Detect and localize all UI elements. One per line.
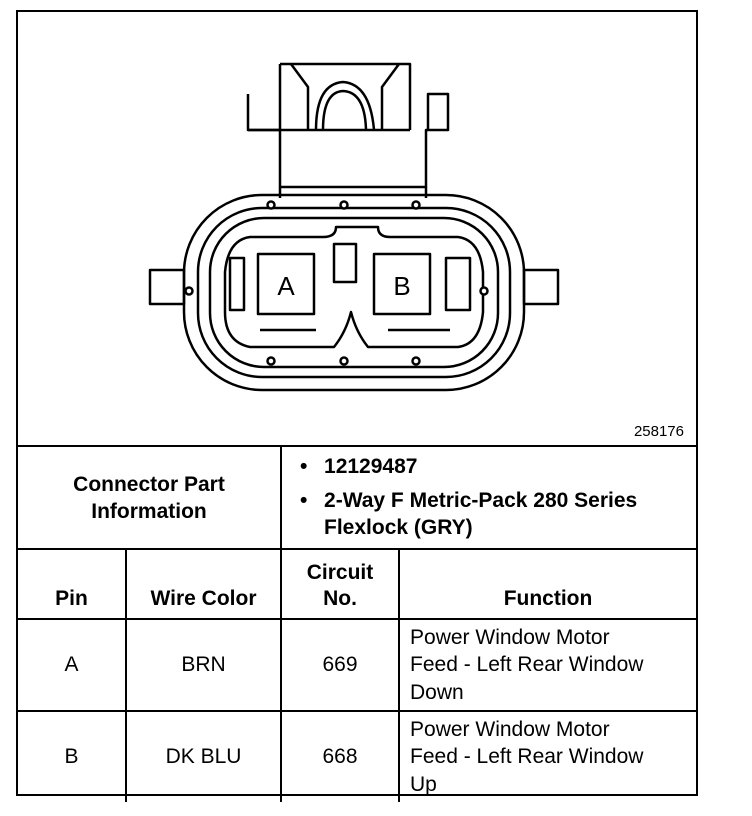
cavity-label-a: A [277,271,295,301]
rivet [266,356,276,366]
rivet [339,200,349,210]
wire-color-cell: DK BLU [124,710,283,802]
rivet [184,286,194,296]
connector-drawing: A B [148,62,560,392]
header-pin: Pin [18,548,127,620]
rivet [411,356,421,366]
wire-color-cell: BRN [124,618,283,712]
rivet [479,286,489,296]
header-circuit-text: Circuit No. [306,561,374,610]
cavity-b [372,252,432,316]
connector-info-label-text: Connector Part Information [73,472,225,523]
function-text: Power Window Motor Feed - Left Rear Wind… [410,717,644,796]
rivet [266,200,276,210]
connector-face-view: A B 258176 [18,12,696,447]
right-side-tab [522,268,560,306]
table-row: B DK BLU 668 Power Window Motor Feed - L… [18,710,697,802]
left-side-tab [148,268,186,306]
function-cell: Power Window Motor Feed - Left Rear Wind… [398,710,697,802]
cavity-a [256,252,316,316]
table-header-row: Pin Wire Color Circuit No. Function [18,548,697,620]
header-circuit: Circuit No. [280,548,401,620]
pin-cell: A [18,618,127,712]
connector-info-label: Connector Part Information [18,447,283,550]
circuit-cell: 669 [280,618,401,712]
table-row: A BRN 669 Power Window Motor Feed - Left… [18,618,697,712]
cavity-label-b: B [393,271,410,301]
connector-outer-shell [182,193,526,392]
cavity-outline [223,225,485,349]
part-number: 12129487 [300,453,696,480]
rivet [411,200,421,210]
connector-diagram-sheet: A B 258176 Connector Part Information 12… [16,10,698,802]
connector-pinout-table: Connector Part Information 12129487 2-Wa… [18,447,697,802]
locking-latch [246,62,450,198]
function-cell: Power Window Motor Feed - Left Rear Wind… [398,618,697,712]
header-wire-color: Wire Color [124,548,283,620]
function-text: Power Window Motor Feed - Left Rear Wind… [410,625,644,704]
connector-description: 2-Way F Metric-Pack 280 Series Flexlock … [300,487,696,541]
connector-info-list: 12129487 2-Way F Metric-Pack 280 Series … [280,447,697,550]
rivet [339,356,349,366]
connector-inner-shell [196,206,512,379]
circuit-cell: 668 [280,710,401,802]
header-function: Function [398,548,697,620]
connector-info-row: Connector Part Information 12129487 2-Wa… [18,447,697,550]
center-key [332,242,358,284]
figure-number: 258176 [633,423,684,440]
pin-cell: B [18,710,127,802]
